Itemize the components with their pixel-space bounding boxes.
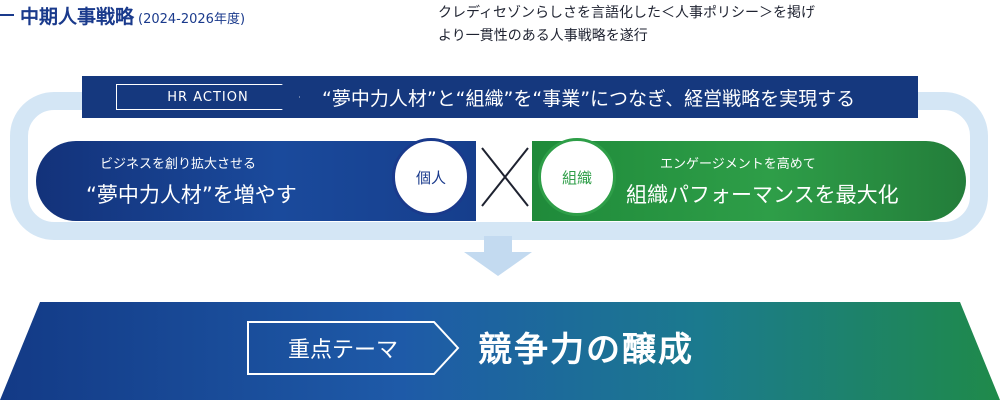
key-theme-text: 競争力の醸成	[478, 330, 694, 370]
individual-subtitle: ビジネスを創り拡大させる	[100, 157, 257, 172]
header-dash	[0, 14, 14, 16]
chevron-tag-icon	[247, 321, 460, 375]
individual-circle-label: 個人	[415, 168, 446, 187]
organization-circle: 組織	[538, 138, 616, 216]
down-arrow-stem	[484, 236, 512, 254]
individual-circle: 個人	[392, 138, 470, 216]
organization-subtitle: エンゲージメントを高めて	[660, 157, 816, 172]
key-theme-tag-label: 重点テーマ	[287, 338, 398, 363]
title-text: 中期人事戦略	[20, 6, 135, 28]
key-theme-tag: 重点テーマ	[246, 320, 462, 376]
individual-headline: “夢中力人材”を増やす	[86, 183, 297, 207]
header-description: クレディセゾンらしさを言語化した＜人事ポリシー＞を掲げ より一貫性のある人事戦略…	[438, 2, 978, 48]
down-arrow-icon	[464, 252, 532, 276]
organization-circle-label: 組織	[561, 168, 592, 187]
description-line-1: クレディセゾンらしさを言語化した＜人事ポリシー＞を掲げ	[438, 5, 816, 21]
description-line-2: より一貫性のある人事戦略を遂行	[438, 28, 648, 44]
multiply-icon	[481, 147, 529, 207]
title-period: (2024-2026年度)	[138, 12, 246, 27]
hr-action-tag: HR ACTION	[116, 84, 300, 110]
organization-headline: 組織パフォーマンスを最大化	[626, 183, 899, 207]
key-theme-band	[0, 302, 1000, 400]
page-title: 中期人事戦略(2024-2026年度)	[20, 2, 245, 29]
individual-panel: ビジネスを創り拡大させる “夢中力人材”を増やす	[36, 141, 476, 221]
hr-action-text: “夢中力人材”と“組織”を“事業”につなぎ、経営戦略を実現する	[322, 87, 856, 110]
hr-action-bar: HR ACTION “夢中力人材”と“組織”を“事業”につなぎ、経営戦略を実現す…	[82, 76, 918, 118]
hr-action-tag-label: HR ACTION	[167, 89, 249, 105]
